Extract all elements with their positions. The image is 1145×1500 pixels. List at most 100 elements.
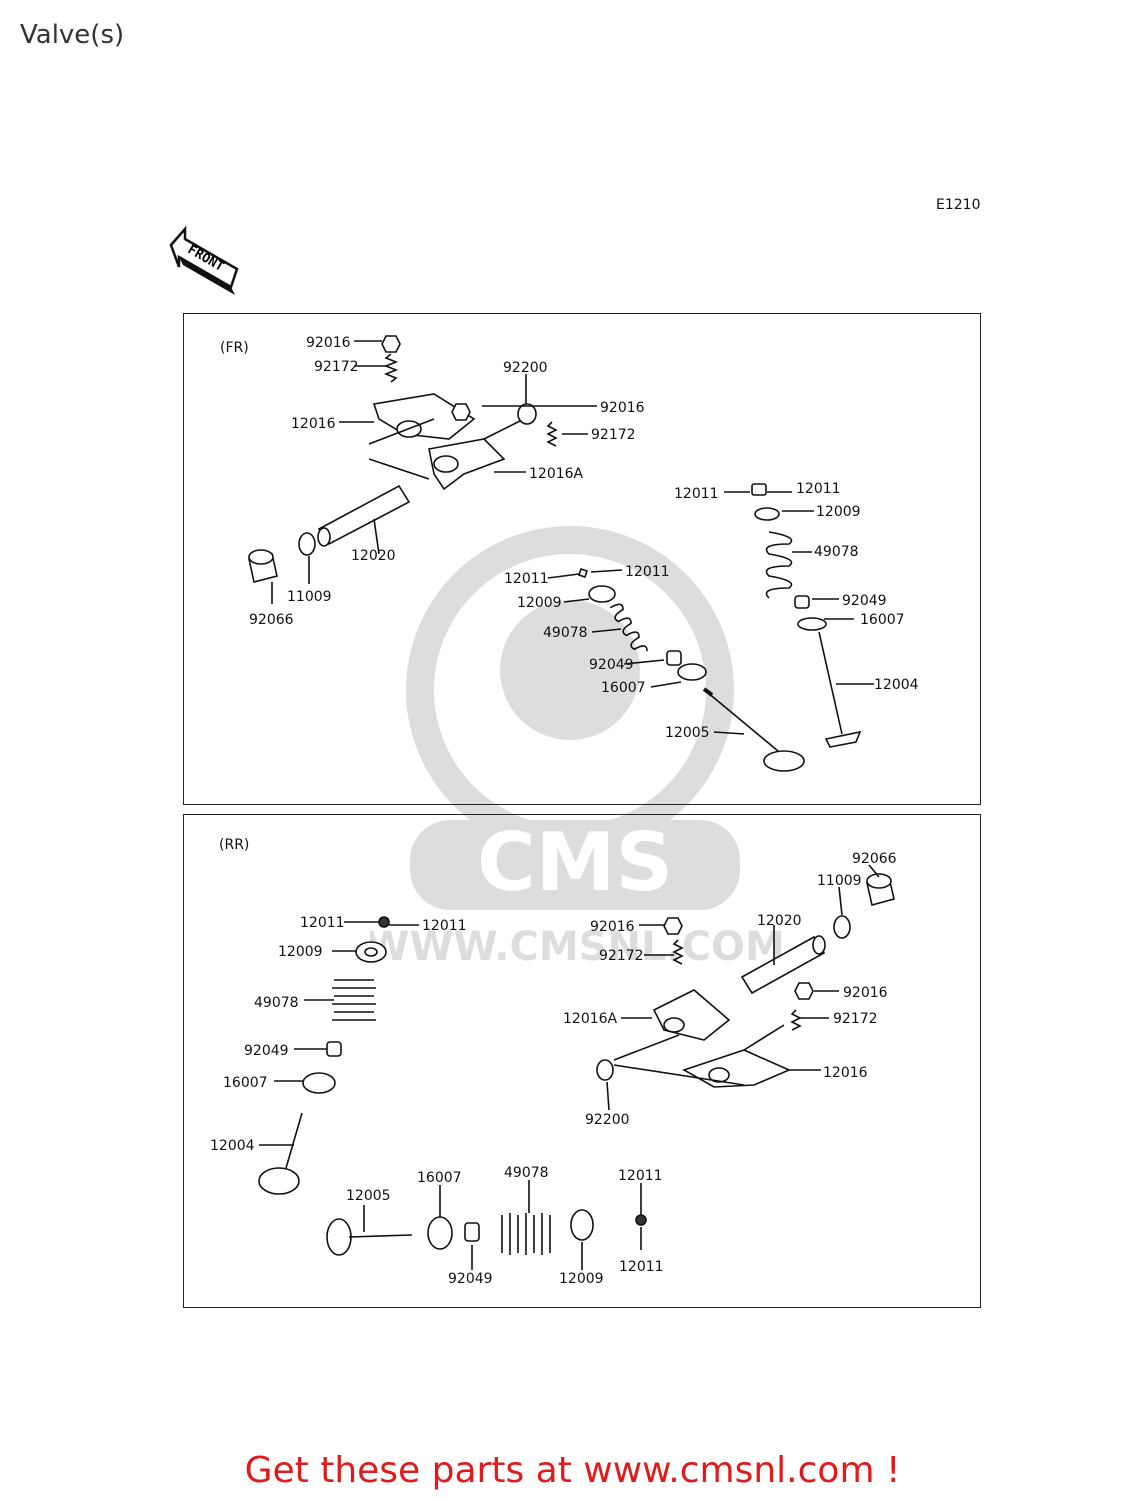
front-cylinder-panel: (FR) (183, 313, 981, 805)
part-number-label: 12011 (618, 1168, 663, 1184)
valve-head-12004 (824, 730, 862, 748)
part-number-label: 92066 (249, 612, 294, 628)
part-number-label: 12011 (300, 915, 345, 931)
part-number-label: 92172 (833, 1011, 878, 1027)
o-ring-11009 (298, 532, 316, 556)
valve-stem-12004 (818, 631, 843, 735)
part-number-label: 12009 (559, 1271, 604, 1287)
part-number-label: 11009 (817, 873, 862, 889)
adjuster-92172-rr-a (672, 939, 684, 965)
part-number-label: 12011 (625, 564, 670, 580)
keeper-12011-rr-b (635, 1214, 647, 1226)
retainer-12009-a (588, 585, 616, 603)
part-number-label: 92200 (585, 1112, 630, 1128)
part-number-label: 12016 (291, 416, 336, 432)
part-number-label: 12020 (351, 548, 396, 564)
part-number-label: 12009 (517, 595, 562, 611)
part-number-label: 12016A (563, 1011, 618, 1027)
part-number-label: 11009 (287, 589, 332, 605)
part-number-label: 92049 (244, 1043, 289, 1059)
valve-stem-12004-rr (283, 1112, 303, 1176)
part-number-label: 49078 (504, 1165, 549, 1181)
part-number-label: 16007 (601, 680, 646, 696)
part-number-label: 12011 (504, 571, 549, 587)
spring-49078-a (609, 603, 648, 652)
part-number-label: 12011 (674, 486, 719, 502)
panel-label-fr: (FR) (220, 340, 249, 356)
valve-stem-12005 (706, 691, 785, 757)
part-number-label: 12016A (529, 466, 584, 482)
front-valve-diagram: 92016 92172 92200 92016 92172 12016 1201… (248, 335, 919, 772)
part-number-label: 12004 (210, 1138, 255, 1154)
rocker-shaft-12020-rr (740, 935, 826, 995)
valve-head-12005 (763, 750, 805, 772)
seal-92049-rr-a (326, 1041, 342, 1057)
part-number-label: 16007 (860, 612, 905, 628)
page-title: Valve(s) (20, 20, 125, 50)
rocker-shaft-12020 (317, 484, 411, 546)
nut-92016-rr-b (794, 982, 814, 1000)
part-number-label: 92172 (314, 359, 359, 375)
valve-head-12005-rr (326, 1218, 352, 1256)
seat-16007-rr-b (427, 1216, 453, 1250)
seat-16007-a (677, 663, 707, 681)
nut-92016-b (451, 403, 471, 421)
part-number-label: 92200 (503, 360, 548, 376)
part-number-label: 12011 (422, 918, 467, 934)
part-number-label: 16007 (417, 1170, 462, 1186)
part-number-label: 16007 (223, 1075, 268, 1091)
front-direction-arrow-icon: FRONT (169, 225, 239, 295)
washer-92200-rr (596, 1059, 614, 1081)
o-ring-11009-rr (833, 915, 851, 939)
part-number-label: 12016 (823, 1065, 868, 1081)
rear-cylinder-panel: (RR) (183, 814, 981, 1308)
spring-49078-rr-a (332, 979, 376, 1021)
keeper-12011-a (577, 567, 589, 579)
part-number-label: 12009 (278, 944, 323, 960)
part-number-label: 49078 (814, 544, 859, 560)
part-number-label: 92049 (589, 657, 634, 673)
valve-stem-12005-rr (348, 1234, 413, 1238)
rear-valve-diagram: 92066 11009 12020 92016 92172 92016 9217… (210, 851, 897, 1287)
diagram-code: E1210 (936, 197, 981, 213)
retainer-12009-rr-b (570, 1209, 594, 1241)
part-number-label: 92016 (590, 919, 635, 935)
panel-label-rr: (RR) (219, 837, 250, 853)
part-number-label: 49078 (254, 995, 299, 1011)
adjuster-92172-rr-b (790, 1009, 802, 1031)
part-number-label: 12020 (757, 913, 802, 929)
part-number-label: 12004 (874, 677, 919, 693)
valve-head-12004-rr (258, 1167, 300, 1195)
part-number-label: 12011 (619, 1259, 664, 1275)
part-number-label: 12011 (796, 481, 841, 497)
rocker-arm-12016-rr (682, 1049, 791, 1088)
seal-92049-b (794, 595, 810, 609)
seal-92049-rr-b (464, 1222, 480, 1242)
footer-promo-link[interactable]: Get these parts at www.cmsnl.com ! (244, 1450, 901, 1491)
retainer-12009-b (754, 507, 780, 521)
part-number-label: 92049 (842, 593, 887, 609)
part-number-label: 92172 (599, 948, 644, 964)
spring-49078-b (765, 531, 793, 599)
seat-16007-rr-a (302, 1072, 336, 1094)
part-number-label: 92016 (600, 400, 645, 416)
keeper-12011-rr-a (378, 916, 390, 928)
part-number-label: 12009 (816, 504, 861, 520)
adjuster-92172-a (383, 353, 399, 383)
retainer-12009-rr-a (355, 941, 387, 963)
part-number-label: 92066 (852, 851, 897, 867)
part-number-label: 12005 (665, 725, 710, 741)
part-number-label: 49078 (543, 625, 588, 641)
adjuster-92172-b (546, 421, 558, 447)
nut-92016-rr-a (663, 917, 683, 935)
keeper-12011-b (751, 483, 767, 496)
part-number-label: 92016 (306, 335, 351, 351)
spring-49078-rr-b (501, 1213, 551, 1255)
washer-92200 (517, 403, 537, 425)
part-number-label: 92172 (591, 427, 636, 443)
part-number-label: 92049 (448, 1271, 493, 1287)
part-number-label: 12005 (346, 1188, 391, 1204)
nut-92016-a (381, 335, 401, 353)
seal-92049-a (666, 650, 682, 666)
rocker-arm-12016a-rr (652, 989, 731, 1041)
